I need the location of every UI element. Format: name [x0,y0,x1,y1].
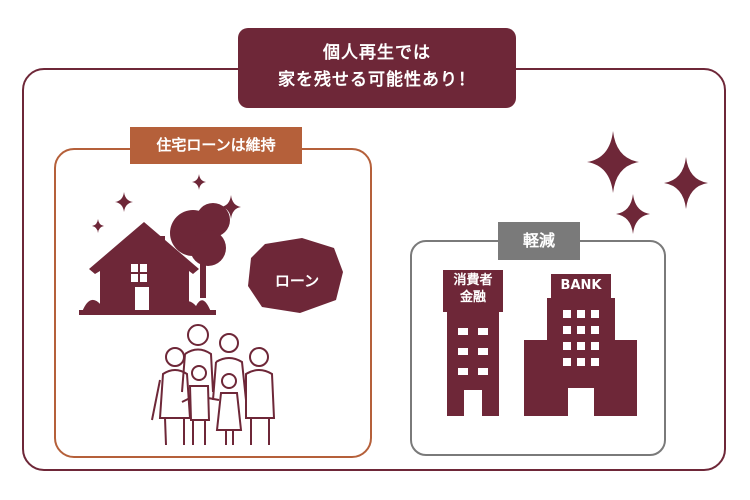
sparkle-icon [192,174,206,190]
sparkle-icon [616,194,650,234]
headline-line-2: 家を残せる可能性あり！ [278,70,476,90]
loan-label: ローン [274,272,320,290]
sparkle-icon [587,131,639,193]
headline-banner: 個人再生では 家を残せる可能性あり！ [238,28,516,108]
consumer-finance-label-line-1: 消費者 [453,273,493,288]
consumer-finance-building-icon [443,270,503,416]
loan-rock-icon [248,238,343,313]
headline-line-1: 個人再生では [323,43,431,63]
consumer-finance-label-line-2: 金融 [459,290,486,305]
consumer-finance-label: 消費者 金融 [445,272,501,306]
family-icon [151,324,276,446]
sparkle-icon [664,157,708,209]
reduction-panel-label: 軽減 [498,222,580,260]
sparkle-icon [115,192,133,212]
bank-building-icon [524,274,637,416]
mortgage-panel-label: 住宅ローンは維持 [130,127,302,164]
sparkle-icon [92,219,104,233]
house-icon [79,203,230,315]
bank-label: BANK [560,278,602,293]
